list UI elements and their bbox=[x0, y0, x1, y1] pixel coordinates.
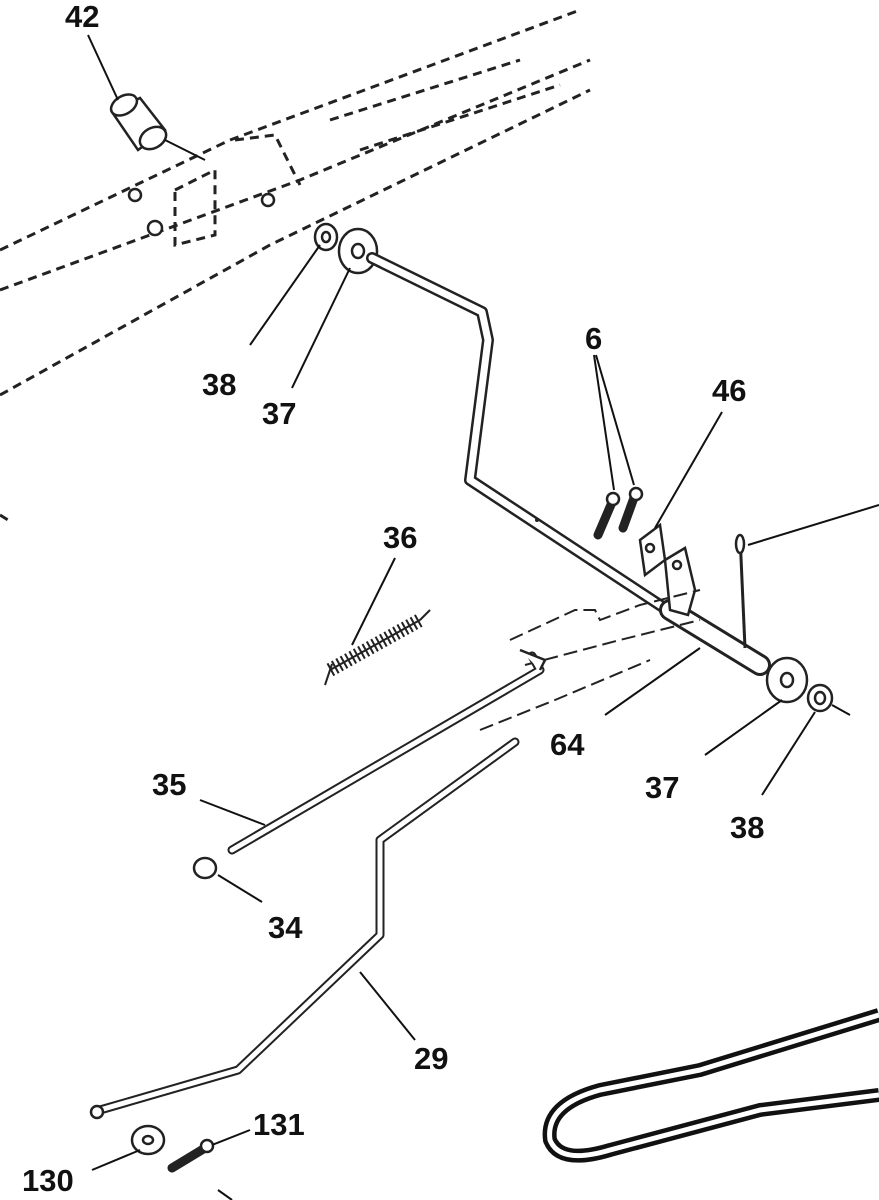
callout-37-right: 37 bbox=[645, 770, 679, 805]
callout-64: 64 bbox=[550, 727, 585, 762]
callout-42: 42 bbox=[65, 0, 99, 34]
washer-37-right bbox=[765, 656, 809, 704]
callout-46: 46 bbox=[712, 373, 746, 408]
bracket-46 bbox=[638, 522, 697, 617]
bolts-6 bbox=[593, 486, 644, 540]
pin-right bbox=[734, 504, 879, 649]
bushing-34 bbox=[192, 856, 218, 880]
deck-frame-phantom bbox=[0, 8, 591, 522]
washer-38-top bbox=[313, 222, 339, 252]
washer-130 bbox=[130, 1124, 166, 1156]
drive-belt bbox=[542, 1008, 879, 1163]
callout-labels: 42 38 37 6 46 36 64 37 38 35 34 29 131 1… bbox=[22, 0, 764, 1198]
callout-36: 36 bbox=[383, 520, 417, 555]
callout-38-top: 38 bbox=[202, 367, 236, 402]
callout-29: 29 bbox=[414, 1041, 448, 1076]
rod-35 bbox=[227, 648, 547, 855]
callout-35: 35 bbox=[152, 767, 186, 802]
roller-bushing-42 bbox=[109, 93, 206, 161]
leader-lines bbox=[87, 34, 816, 1171]
callout-131: 131 bbox=[253, 1107, 305, 1142]
bolt-131 bbox=[167, 1138, 233, 1200]
lift-shaft-64 bbox=[366, 252, 771, 676]
rod-29 bbox=[89, 737, 520, 1120]
nut-38-right bbox=[806, 683, 851, 716]
callout-6: 6 bbox=[585, 321, 602, 356]
callout-34: 34 bbox=[268, 910, 303, 945]
callout-38-right: 38 bbox=[730, 810, 764, 845]
phantom-lines bbox=[479, 589, 701, 731]
callout-130: 130 bbox=[22, 1163, 74, 1198]
callout-37-top: 37 bbox=[262, 396, 296, 431]
washer-37-top bbox=[337, 227, 379, 275]
spring-36 bbox=[324, 609, 431, 686]
